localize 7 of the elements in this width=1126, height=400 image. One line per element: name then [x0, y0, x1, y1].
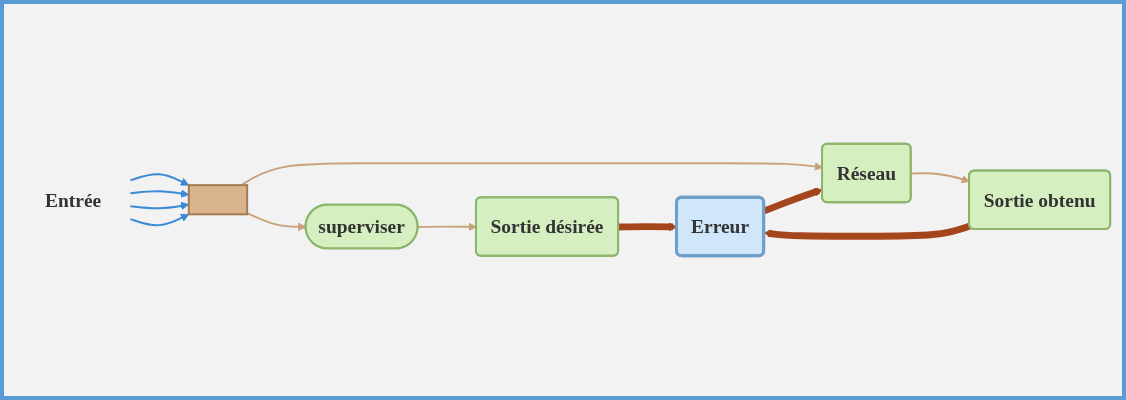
arrow: [910, 172, 970, 184]
arrow: [763, 223, 971, 240]
node-bar: [187, 184, 249, 216]
node-text: Entrée: [45, 189, 102, 211]
arrow: [129, 173, 190, 186]
arrow: [129, 214, 190, 227]
arrow: [240, 162, 823, 187]
